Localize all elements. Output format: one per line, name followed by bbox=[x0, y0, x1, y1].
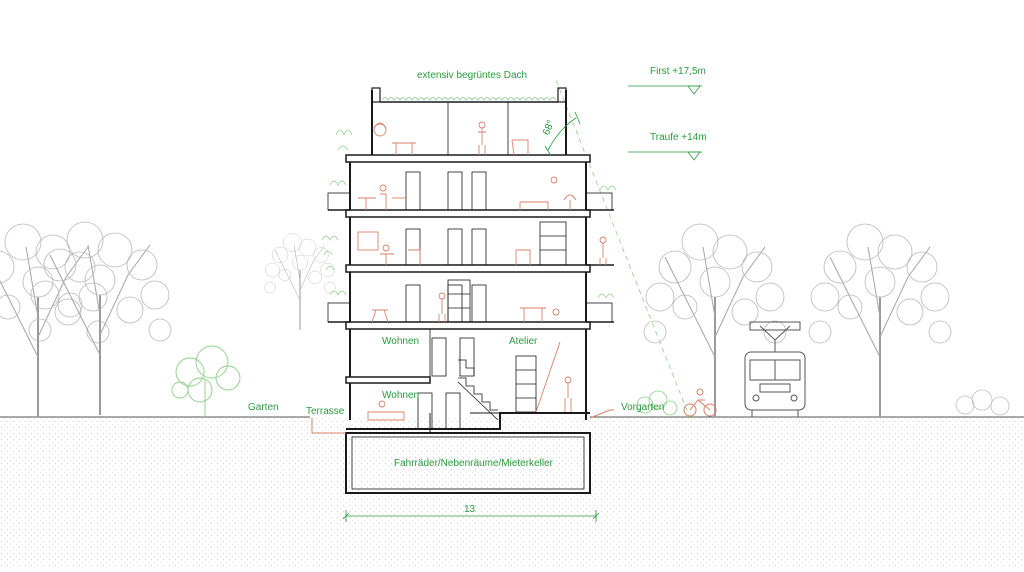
plant-icon bbox=[955, 389, 1010, 416]
tree-icon bbox=[808, 223, 952, 418]
angle-marker bbox=[544, 111, 581, 157]
building-structure bbox=[311, 87, 614, 494]
tram-icon bbox=[744, 321, 806, 418]
roof-angle-line bbox=[555, 79, 691, 419]
label-vorgarten: Vorgarten bbox=[621, 402, 664, 413]
label-wohnen-lower: Wohnen bbox=[382, 390, 419, 401]
label-dimension: 13 bbox=[464, 504, 476, 515]
label-terrasse: Terrasse bbox=[306, 406, 345, 417]
furniture-and-people bbox=[357, 121, 607, 421]
tree-icon bbox=[643, 223, 787, 418]
label-angle: 68° bbox=[541, 119, 557, 137]
label-traufe: Traufe +14m bbox=[650, 132, 707, 143]
tree-icon bbox=[0, 223, 110, 418]
bicycle-icon bbox=[683, 388, 717, 417]
label-atelier: Atelier bbox=[509, 336, 538, 347]
tree-icon bbox=[264, 233, 336, 331]
level-marker-first bbox=[628, 85, 702, 95]
tree-icon bbox=[28, 221, 172, 416]
label-first: First +17,5m bbox=[650, 66, 706, 77]
label-garten: Garten bbox=[248, 402, 279, 413]
label-roof: extensiv begrüntes Dach bbox=[417, 70, 527, 81]
tree-icon bbox=[171, 345, 241, 417]
plant-icon bbox=[636, 390, 678, 416]
level-marker-traufe bbox=[628, 151, 702, 161]
label-wohnen-upper: Wohnen bbox=[382, 336, 419, 347]
plant-icon bbox=[321, 129, 617, 299]
label-keller: Fahrräder/Nebenräume/Mieterkeller bbox=[394, 458, 554, 469]
green-roof bbox=[381, 97, 557, 101]
dimension-line bbox=[342, 510, 600, 522]
